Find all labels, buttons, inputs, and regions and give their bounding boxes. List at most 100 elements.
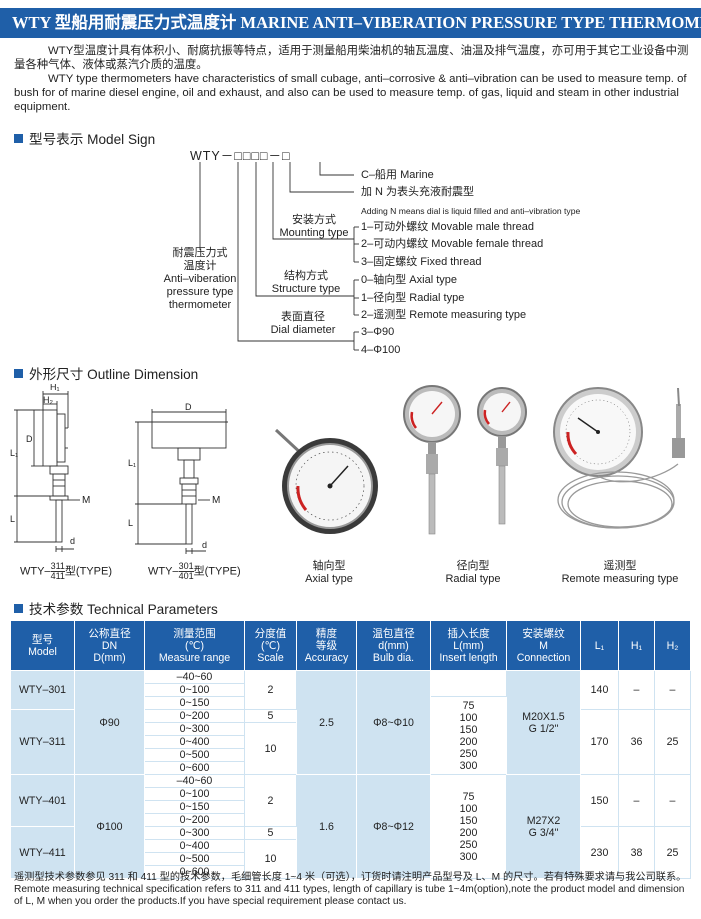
range-cell: 0~500 xyxy=(144,852,245,866)
bulb-cell: Φ8~Φ10 xyxy=(356,670,431,775)
model-cell: WTY–311 xyxy=(10,709,75,775)
range-cell: 0~400 xyxy=(144,839,245,853)
dn-cell: Φ100 xyxy=(74,774,145,879)
model-sign-heading: 型号表示 Model Sign xyxy=(14,128,155,148)
range-cell: –40~60 xyxy=(144,774,245,788)
col-scale: 分度值(℃)Scale xyxy=(244,620,297,671)
col-h1: H₁ xyxy=(618,620,655,671)
accuracy-cell: 1.6 xyxy=(296,774,357,879)
table-row: 0~300 10 xyxy=(11,722,691,775)
l1-cell: 170 xyxy=(580,709,619,775)
h1-cell: 36 xyxy=(618,709,655,775)
l1-cell: 230 xyxy=(580,826,619,879)
dim-d-small: d xyxy=(70,536,75,546)
scale-cell: 2 xyxy=(244,670,297,710)
dim-l1-b: L₁ xyxy=(128,458,136,468)
dial-item-3: 3–Φ90 xyxy=(361,326,395,338)
range-cell: 0~200 xyxy=(144,813,245,827)
h1-cell: – xyxy=(618,774,655,827)
range-cell: 0~500 xyxy=(144,748,245,762)
n-item: 加 N 为表头充液耐震型 xyxy=(361,186,475,198)
dim-h2: H₂ xyxy=(43,395,53,405)
scale-cell: 2 xyxy=(244,774,297,827)
range-cell: 0~150 xyxy=(144,800,245,814)
footnote: 遥测型技术参数参见 311 和 411 型的技术参数，毛细管长度 1~4 米（可… xyxy=(14,872,694,908)
radial-type-gauge-image xyxy=(403,385,527,535)
dim-d: D xyxy=(26,434,33,444)
dim-l1: L₁ xyxy=(10,448,18,458)
radial-type-caption: 径向型 Radial type xyxy=(445,560,501,585)
h1-cell: – xyxy=(618,670,655,710)
square-bullet-icon xyxy=(14,368,23,378)
table-row: 0~400 xyxy=(11,735,691,749)
range-cell: 0~100 xyxy=(144,683,245,697)
range-cell: –40~60 xyxy=(144,670,245,684)
range-cell: 0~100 xyxy=(144,787,245,801)
table-row: 0~500 xyxy=(11,852,691,866)
table-row: 0~100 xyxy=(11,787,691,801)
axial-type-caption: 轴向型 Axial type xyxy=(305,560,353,585)
table-row: 0~600 xyxy=(11,761,691,775)
model-cell: WTY–401 xyxy=(10,774,75,827)
scale-cell: 10 xyxy=(244,722,297,775)
axial-type-gauge-image xyxy=(274,428,378,534)
col-l1: L₁ xyxy=(580,620,619,671)
dim-l-b: L xyxy=(128,518,133,528)
dim-m-b: M xyxy=(212,495,220,506)
model-left-label: 耐震压力式 温度计 Anti–viberation pressure type … xyxy=(163,247,237,311)
col-h2: H₂ xyxy=(654,620,691,671)
dim-m: M xyxy=(82,495,90,506)
h2-cell: – xyxy=(654,774,691,827)
dn-cell: Φ90 xyxy=(74,670,145,775)
l1-cell: 140 xyxy=(580,670,619,710)
remote-type-caption: 遥测型 Remote measuring type xyxy=(561,560,679,585)
marine-item: C–船用 Marine xyxy=(361,169,434,181)
scale-cell: 5 xyxy=(244,709,297,723)
range-cell: 0~600 xyxy=(144,761,245,775)
square-bullet-icon xyxy=(14,603,23,613)
scale-cell: 5 xyxy=(244,826,297,840)
h1-cell: 38 xyxy=(618,826,655,879)
table-row: 0~150 xyxy=(11,800,691,814)
model-cell: WTY–411 xyxy=(10,826,75,879)
range-cell: 0~150 xyxy=(144,696,245,710)
range-cell: 0~300 xyxy=(144,826,245,840)
range-cell: 0~200 xyxy=(144,709,245,723)
drawing-301-401: D L₁ L M d xyxy=(128,402,228,554)
model-code: WTY－□□□□－□ xyxy=(190,149,291,163)
dim-h1: H₁ xyxy=(50,384,60,392)
range-cell: 0~300 xyxy=(144,722,245,736)
scale-cell: 10 xyxy=(244,839,297,879)
mounting-item-2: 2–可动内螺纹 Movable female thread xyxy=(361,238,544,250)
accuracy-cell: 2.5 xyxy=(296,670,357,775)
dim-d-small-b: d xyxy=(202,540,207,550)
table-row: WTY–311 0~200 5 170 36 25 xyxy=(10,709,691,775)
dim-d-b: D xyxy=(185,402,192,412)
footnote-en: Remote measuring technical specification… xyxy=(14,884,685,907)
table-row: 0~400 10 xyxy=(11,839,691,879)
params-heading: 技术参数 Technical Parameters xyxy=(14,598,218,618)
structure-item-0: 0–轴向型 Axial type xyxy=(361,274,457,286)
page-title: WTY 型船用耐震压力式温度计 MARINE ANTI–VIBERATION P… xyxy=(0,8,701,38)
structure-type-label: 结构方式 Structure type xyxy=(271,270,341,295)
h2-cell: 25 xyxy=(654,826,691,879)
table-row: 0~600 xyxy=(11,865,691,879)
l1-cell: 150 xyxy=(580,774,619,827)
mounting-type-label: 安装方式 Mounting type xyxy=(279,214,349,239)
drawing-311-411: H₁ H₂ D L₁ L M d xyxy=(10,384,90,552)
